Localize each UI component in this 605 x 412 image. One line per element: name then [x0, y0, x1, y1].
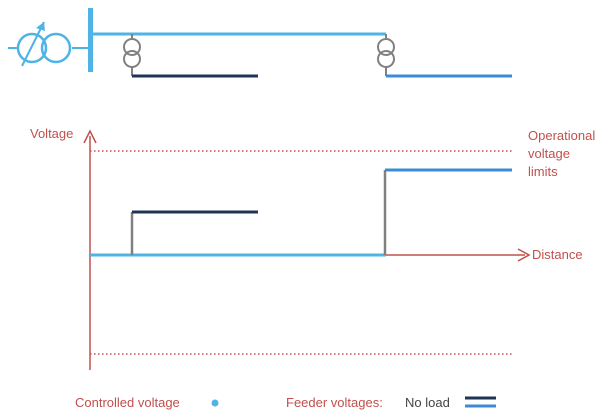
generator-with-transformer-icon [8, 21, 88, 67]
legend-no-load: No load [405, 395, 450, 410]
voltage-axis-label: Voltage [30, 126, 74, 141]
limits-label-line-2: voltage [528, 146, 570, 161]
transformer-icon [123, 34, 141, 76]
legend-feeder-voltages: Feeder voltages: [286, 395, 383, 410]
distance-axis-label: Distance [532, 247, 583, 262]
legend-controlled-voltage: Controlled voltage [75, 395, 180, 410]
controlled-voltage-legend-dot [211, 399, 219, 407]
busbar [88, 8, 93, 72]
voltage-axis [83, 129, 97, 370]
transformer-icon [377, 34, 395, 76]
limits-label-line-3: limits [528, 164, 558, 179]
limits-label-line-1: Operational [528, 128, 596, 143]
